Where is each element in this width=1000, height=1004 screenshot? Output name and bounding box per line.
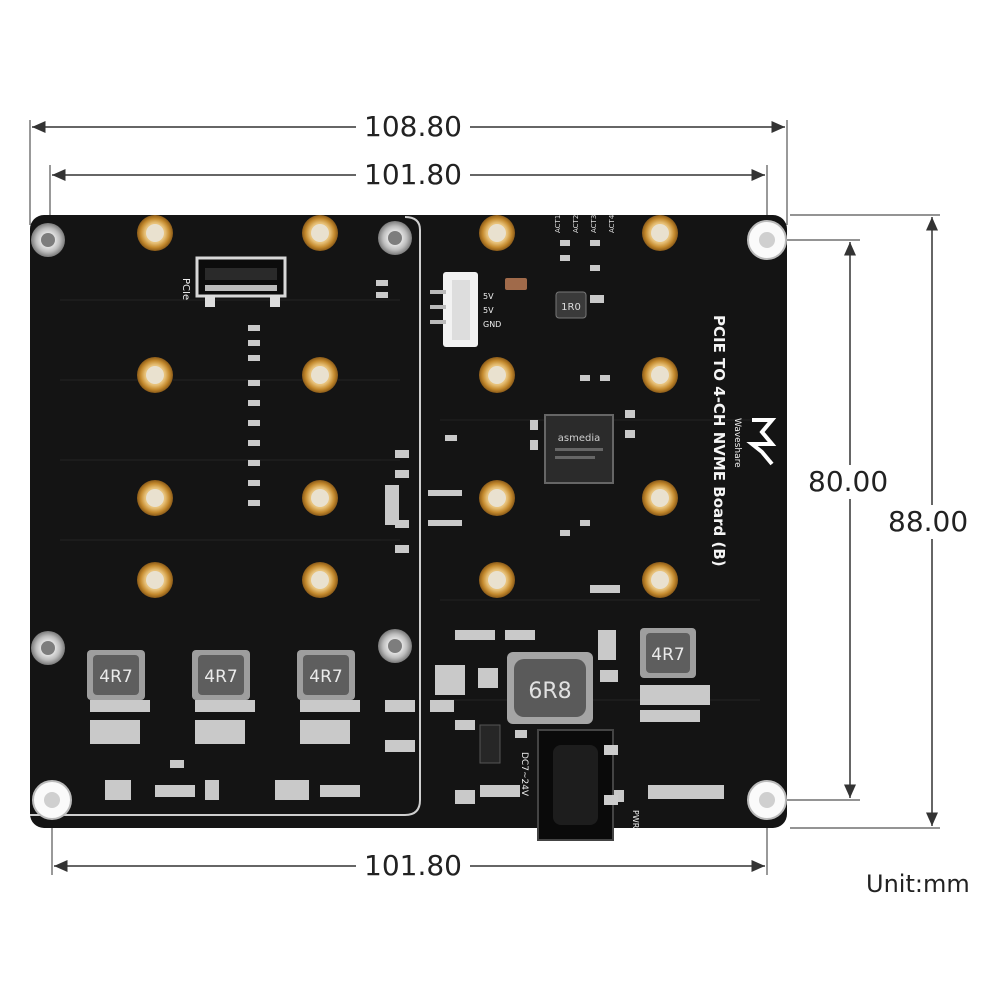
- pcie-label: PCIe: [180, 278, 191, 300]
- inductor-1: 4R7: [87, 650, 145, 700]
- svg-text:1R0: 1R0: [561, 302, 581, 313]
- inductor-3: 4R7: [297, 650, 355, 700]
- asmedia-chip: asmedia: [544, 414, 614, 484]
- inductor-4: 4R7: [640, 628, 696, 678]
- inductor-2: 4R7: [192, 650, 250, 700]
- svg-text:4R7: 4R7: [204, 667, 237, 687]
- header-label-2: 5V: [483, 306, 494, 315]
- header-label-1: 5V: [483, 292, 494, 301]
- input-label: DC7~24V: [519, 752, 529, 797]
- dim-label-top-inner: 101.80: [356, 158, 470, 192]
- svg-text:4R7: 4R7: [651, 645, 684, 665]
- act-label-3: ACT3: [590, 215, 598, 233]
- svg-text:6R8: 6R8: [528, 679, 571, 704]
- act-label-2: ACT2: [572, 215, 580, 233]
- inductor-small: 1R0: [555, 291, 587, 319]
- dim-label-right-outer: 88.00: [880, 505, 977, 539]
- act-label-1: ACT1: [554, 215, 562, 233]
- board-name: PCIE TO 4-CH NVME Board (B): [710, 315, 728, 567]
- power-header: [430, 272, 478, 347]
- pcie-fpc-connector: [195, 256, 287, 307]
- dim-label-bottom: 101.80: [356, 849, 470, 883]
- extension-lines: [29, 120, 940, 875]
- dc-jack: [537, 729, 618, 841]
- brand-name: Waveshare: [732, 418, 742, 468]
- dim-label-right-inner: 80.00: [800, 465, 897, 499]
- inductor-large: 6R8: [507, 652, 593, 724]
- pwr-label: PWR: [631, 810, 640, 829]
- svg-text:4R7: 4R7: [309, 667, 342, 687]
- header-label-3: GND: [483, 320, 501, 329]
- svg-text:4R7: 4R7: [99, 667, 132, 687]
- m2-standoffs: [137, 215, 678, 598]
- unit-label: Unit:mm: [866, 870, 970, 898]
- pcb-board: PCIe: [30, 214, 787, 841]
- smd-components: [90, 240, 724, 804]
- act-label-4: ACT4: [608, 214, 616, 233]
- dim-label-top-outer: 108.80: [356, 110, 470, 144]
- mounting-holes: [31, 220, 787, 820]
- waveshare-logo: [746, 418, 777, 466]
- svg-text:asmedia: asmedia: [558, 433, 601, 444]
